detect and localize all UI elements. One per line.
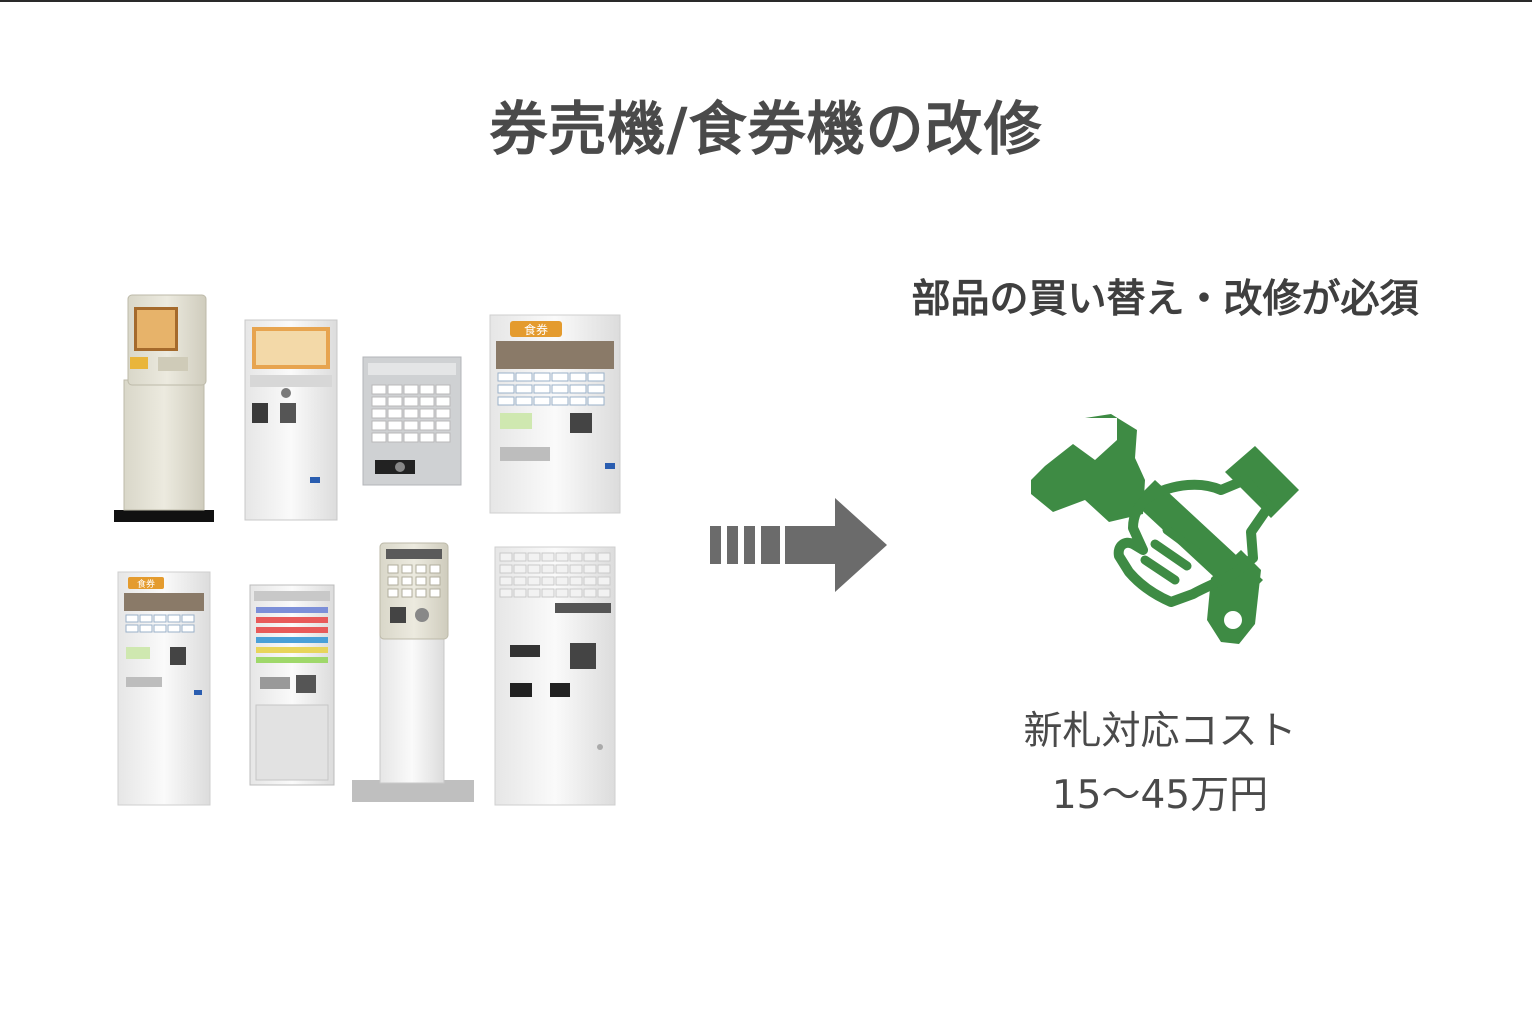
machine-2 xyxy=(244,319,338,521)
ticket-machine-photos: 食券 食券 xyxy=(114,294,621,806)
machine-8 xyxy=(494,546,616,806)
top-border xyxy=(0,0,1532,2)
machine-6 xyxy=(249,584,335,786)
machine-1 xyxy=(114,294,214,522)
wrench-hand-icon xyxy=(1031,414,1299,644)
replacement-required-heading: 部品の買い替え・改修が必須 xyxy=(911,277,1419,322)
machine-7 xyxy=(352,542,474,802)
machine-5-label: 食券 xyxy=(137,578,155,590)
slide-title: 券売機/食券機の改修 xyxy=(489,95,1043,163)
cost-value: 15〜45万円 xyxy=(1051,773,1269,818)
cost-label: 新札対応コスト xyxy=(1023,709,1297,754)
cost-info: 新札対応コスト 15〜45万円 xyxy=(960,700,1360,828)
machine-4: 食券 xyxy=(489,314,621,514)
machine-3 xyxy=(362,356,462,486)
machine-4-label: 食券 xyxy=(524,322,548,337)
machine-5: 食券 xyxy=(117,571,211,806)
right-arrow-icon xyxy=(710,498,887,592)
